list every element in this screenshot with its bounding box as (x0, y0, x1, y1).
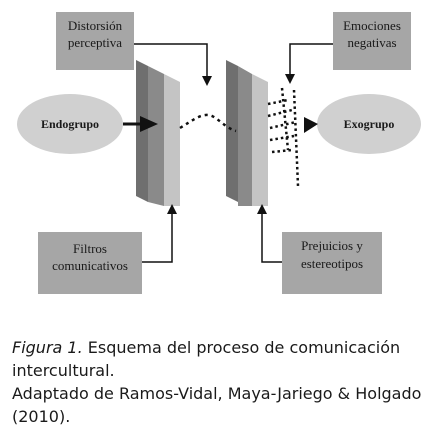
prejuicios-line-1: Prejuicios y (301, 238, 363, 253)
figure-label: Figura 1. (12, 338, 83, 357)
emociones-line-2: negativas (347, 35, 396, 50)
filtros-connector (142, 204, 177, 263)
figure-caption: Figura 1. Esquema del proceso de comunic… (12, 336, 430, 428)
endogrupo-arrow (123, 116, 158, 132)
distorsion-connector (134, 43, 212, 86)
right-filter-panel (226, 60, 268, 206)
endogrupo-label: Endogrupo (41, 117, 99, 131)
prejuicios-connector (257, 204, 282, 263)
figure-text: Esquema del proceso de comunicación inte… (12, 338, 401, 380)
distorsion-perceptiva-box: Distorsión perceptiva (56, 12, 134, 70)
filtros-line-1: Filtros (73, 241, 107, 256)
distorsion-line-2: perceptiva (68, 35, 122, 50)
prejuicios-line-2: estereotipos (301, 256, 363, 271)
emociones-line-1: Emociones (343, 18, 401, 33)
exogrupo-arrow (304, 117, 318, 133)
filtros-comunicativos-box: Filtros comunicativos (38, 232, 142, 294)
caption-title: Figura 1. Esquema del proceso de comunic… (12, 336, 430, 382)
prejuicios-estereotipos-box: Prejuicios y estereotipos (282, 232, 382, 294)
distorsion-line-1: Distorsión (68, 18, 123, 33)
endogrupo-ellipse: Endogrupo (17, 94, 123, 154)
filtros-line-2: comunicativos (52, 258, 128, 273)
emociones-negativas-box: Emociones negativas (333, 12, 411, 70)
dotted-scatter (267, 87, 300, 187)
emociones-connector (285, 43, 333, 84)
communication-diagram: Distorsión perceptiva Emociones negativa… (17, 12, 421, 294)
exogrupo-label: Exogrupo (344, 117, 395, 131)
left-filter-panel (136, 60, 180, 206)
caption-source: Adaptado de Ramos-Vidal, Maya-Jariego & … (12, 384, 422, 426)
exogrupo-ellipse: Exogrupo (317, 94, 421, 154)
dotted-connector (179, 113, 237, 133)
